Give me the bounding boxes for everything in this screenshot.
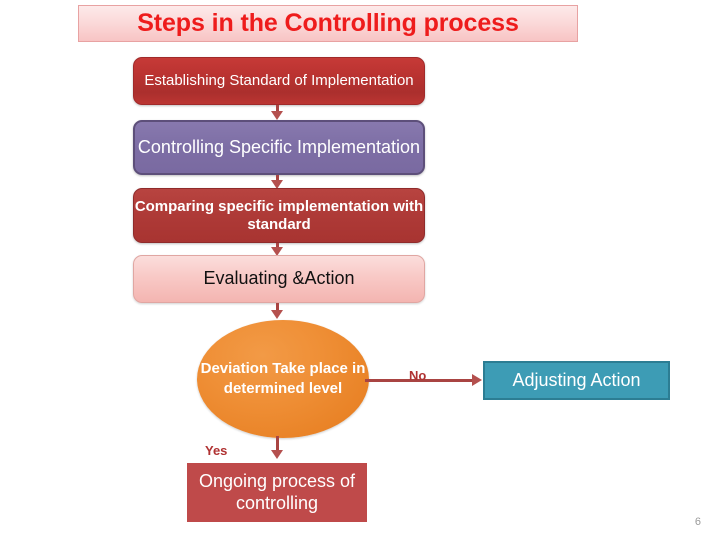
arrow-down-icon-yes <box>271 450 283 459</box>
connector-line-2 <box>276 175 279 182</box>
flow-node-ongoing-process[interactable]: Ongoing process of controlling <box>187 463 367 522</box>
arrow-down-icon-4 <box>271 310 283 319</box>
connector-line-no <box>365 379 475 382</box>
arrow-right-icon-no <box>472 374 482 386</box>
flow-node-comparing-specific[interactable]: Comparing specific implementation with s… <box>133 188 425 243</box>
flow-node-label: Adjusting Action <box>512 369 641 390</box>
arrow-down-icon-1 <box>271 111 283 120</box>
flow-node-controlling-specific[interactable]: Controlling Specific Implementation <box>133 120 425 175</box>
connector-line-3 <box>276 243 279 249</box>
flow-node-label: Ongoing process of controlling <box>198 470 356 513</box>
flow-node-label: Deviation Take place in determined level <box>200 360 366 397</box>
flow-node-deviation-decision[interactable]: Deviation Take place in determined level <box>197 320 369 438</box>
arrow-down-icon-3 <box>271 247 283 256</box>
page-title: Steps in the Controlling process <box>137 9 519 37</box>
slide-title-banner: Steps in the Controlling process <box>78 5 578 42</box>
arrow-down-icon-2 <box>271 180 283 189</box>
page-number: 6 <box>694 516 701 528</box>
flow-node-establishing-standard[interactable]: Establishing Standard of Implementation <box>133 57 425 105</box>
branch-label-no: No <box>409 368 427 383</box>
flow-node-label: Controlling Specific Implementation <box>137 136 421 157</box>
flow-node-label: Establishing Standard of Implementation <box>144 72 414 90</box>
flow-node-label: Comparing specific implementation with s… <box>134 197 424 233</box>
flow-node-label: Evaluating &Action <box>203 268 355 289</box>
flow-node-adjusting-action[interactable]: Adjusting Action <box>483 361 670 400</box>
connector-line-4 <box>276 303 279 312</box>
flow-node-evaluating-action[interactable]: Evaluating &Action <box>133 255 425 303</box>
branch-label-yes: Yes <box>205 443 228 458</box>
connector-line-1 <box>276 105 279 113</box>
connector-line-yes <box>276 436 279 455</box>
